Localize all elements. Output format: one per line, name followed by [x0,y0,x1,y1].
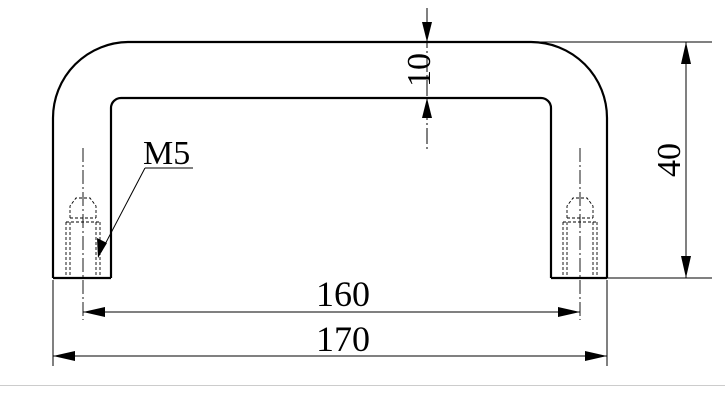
handle-outer-outline [51,40,609,278]
overall-length-arrow-left [53,351,75,361]
thickness-dimension [420,8,470,150]
overall-extension-lines [52,280,608,366]
handle-inner-outline [109,96,553,278]
hole-spacing-label: 160 [316,274,370,314]
thread-callout-label: M5 [143,135,190,172]
height-arrow-top [681,42,691,64]
bottom-separator [0,385,725,386]
thread-callout-leader [100,167,193,253]
hole-spacing-arrow-left [83,307,105,317]
right-threaded-hole [562,148,598,320]
overall-length-label: 170 [316,319,370,359]
height-arrow-bottom [681,256,691,278]
thickness-arrow-top [422,22,432,42]
thread-callout-arrowhead [97,238,107,258]
overall-length-arrow-right [585,351,607,361]
height-label: 40 [651,143,688,177]
thickness-arrow-bottom [422,98,432,118]
hole-spacing-arrow-right [558,307,580,317]
left-threaded-hole [65,148,101,320]
thickness-label: 10 [401,53,438,87]
height-dimension [540,41,712,279]
